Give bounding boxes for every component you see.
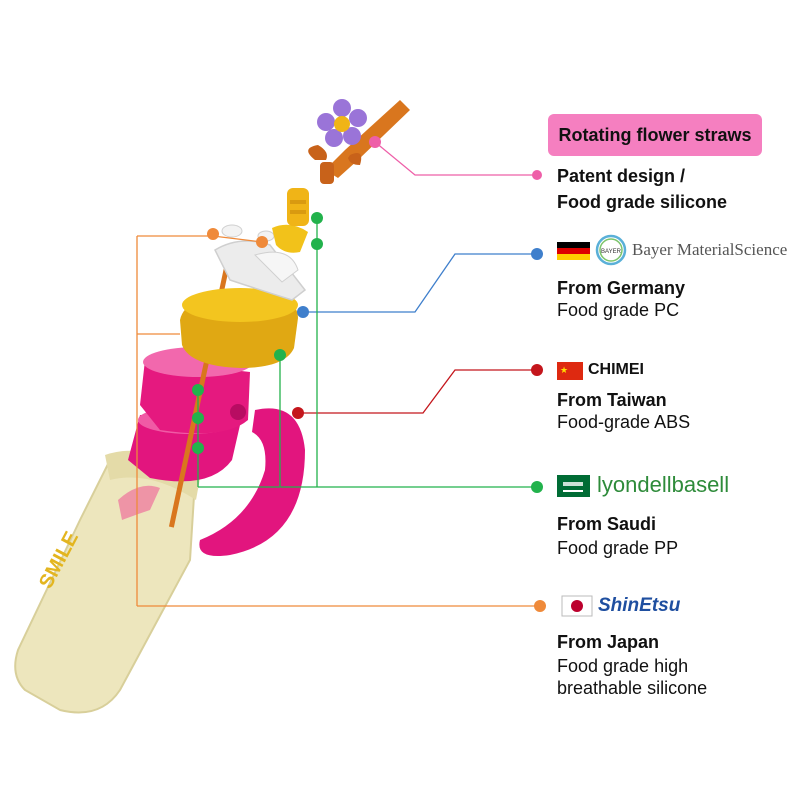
shinetsu-brand: ShinEtsu [598, 595, 681, 616]
bottle-inner-valve [118, 485, 160, 520]
lyondellbasell-brand: lyondellbasell [597, 472, 730, 497]
leader-dot-blue-end [531, 248, 543, 260]
leader-lines-green [197, 218, 537, 488]
leader-dot-orange-1 [207, 228, 219, 240]
leader-line-red [298, 369, 537, 414]
leader-dot-green-2 [311, 238, 323, 250]
yellow-lid [180, 288, 298, 368]
flower-straw [308, 99, 410, 184]
germany-flag [557, 242, 590, 260]
callout-5-material-line2: breathable silicone [557, 678, 708, 698]
callout-2-origin: From Germany [557, 278, 686, 298]
collar-upper [140, 347, 253, 434]
china-flag: ★ [557, 362, 583, 380]
leader-dot-blue-start [297, 306, 309, 318]
leader-lines-orange [136, 235, 540, 607]
chimei-brand: CHIMEI [588, 361, 644, 378]
svg-text:★: ★ [560, 366, 568, 376]
clear-cap [214, 240, 307, 301]
callout-4-origin: From Saudi [557, 514, 657, 534]
leader-dot-red-end [531, 364, 543, 376]
callout-4-material: Food grade PP [557, 538, 679, 558]
callout-3-material: Food-grade ABS [557, 412, 691, 432]
handle [199, 408, 305, 556]
bayer-badge-icon: BAYER [595, 234, 627, 266]
svg-text:BAYER: BAYER [601, 249, 622, 255]
callout-1-line2: Food grade silicone [557, 192, 728, 212]
callout-1-line1: Patent design / [557, 166, 686, 186]
leader-line-pink [374, 141, 537, 176]
bottle: SMILE [14, 450, 200, 714]
leader-dot-pink-start [369, 136, 381, 148]
leader-dot-green-end [531, 481, 543, 493]
callout-5-material-line1: Food grade high [557, 656, 689, 676]
title-badge: Rotating flower straws [548, 114, 762, 156]
bottle-body [14, 458, 197, 714]
callout-3-origin: From Taiwan [557, 390, 667, 410]
yellow-valve [272, 188, 309, 253]
callout-5-origin: From Japan [557, 632, 660, 652]
leader-line-blue [303, 253, 537, 313]
leader-dot-green-6 [192, 442, 204, 454]
saudi-flag [557, 475, 590, 497]
leader-dot-green-4 [192, 384, 204, 396]
leader-dot-green-5 [192, 412, 204, 424]
callout-2-material: Food grade PC [557, 300, 680, 320]
bayer-brand: Bayer MaterialScience [632, 240, 788, 259]
leader-dot-red-start [292, 407, 304, 419]
seal-1 [221, 224, 243, 238]
leader-dot-green-1 [311, 212, 323, 224]
leader-dot-pink-end [532, 170, 542, 180]
leader-dot-orange-end [534, 600, 546, 612]
leader-dot-green-3 [274, 349, 286, 361]
japan-flag [561, 595, 593, 617]
leader-dot-orange-2 [256, 236, 268, 248]
